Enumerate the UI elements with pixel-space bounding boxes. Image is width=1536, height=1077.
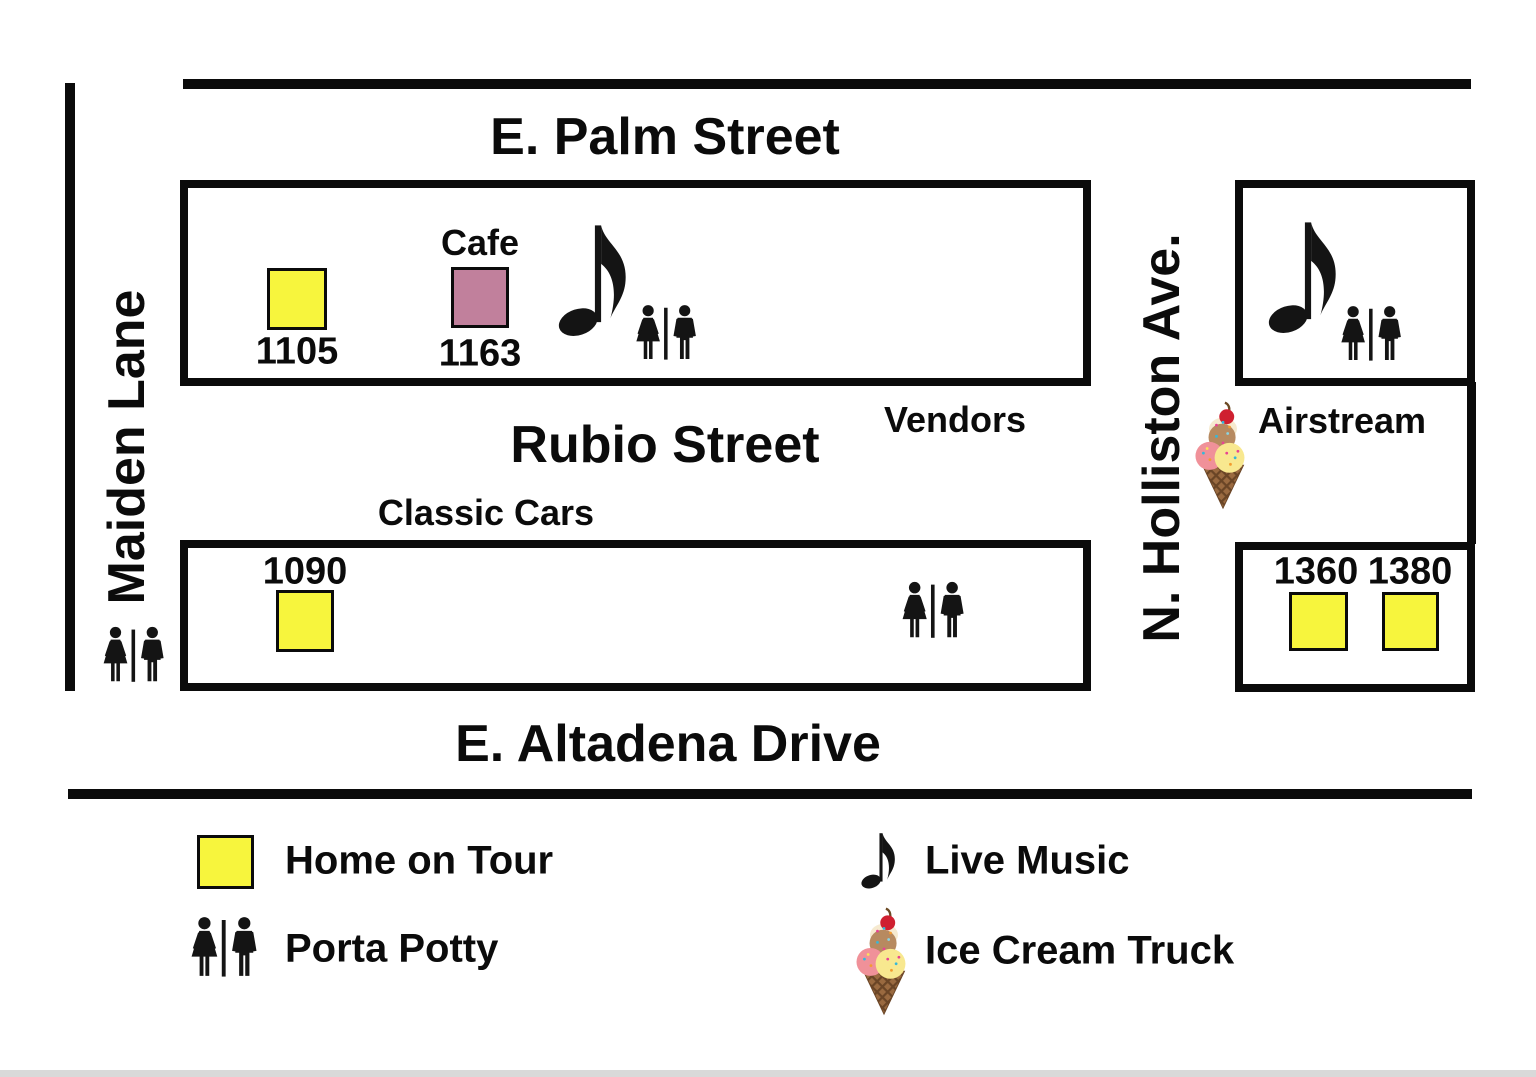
block-upper-left [180,180,1091,386]
ice-cream-icon [1195,399,1251,511]
holliston-connector-line [1467,382,1476,544]
ice-cream-icon [856,906,912,1016]
bottom-edge-strip [0,1070,1536,1077]
maiden-lane-line [65,83,75,691]
street-label-rubio: Rubio Street [510,416,820,474]
home-square-1360 [1289,592,1348,651]
legend-label-porta-potty: Porta Potty [285,926,499,971]
porta-potty-icon [634,304,700,361]
home-number-1163: 1163 [438,332,522,375]
music-note-icon [1268,210,1348,334]
home-number-1090: 1090 [262,550,348,593]
altadena-drive-line [68,789,1472,799]
street-label-altadena: E. Altadena Drive [455,715,881,773]
legend-home-swatch [197,835,254,889]
home-square-1090 [276,590,334,652]
area-label-airstream: Airstream [1257,400,1427,441]
legend-label-live-music: Live Music [925,838,1130,883]
home-number-1360: 1360 [1273,550,1359,593]
home-number-1105: 1105 [255,330,339,373]
home-square-1380 [1382,592,1439,651]
porta-potty-icon [101,626,168,683]
porta-potty-icon [189,916,261,978]
music-note-icon [861,827,901,889]
street-label-palm: E. Palm Street [490,108,840,166]
area-label-classic-cars: Classic Cars [377,492,595,533]
porta-potty-icon [900,581,968,639]
music-note-icon [558,213,638,337]
cafe-label: Cafe [440,222,520,263]
porta-potty-icon [1339,305,1405,362]
area-label-vendors: Vendors [883,399,1027,440]
cafe-square-1163 [451,267,509,328]
palm-street-line [183,79,1471,89]
home-number-1380: 1380 [1367,550,1453,593]
home-square-1105 [267,268,327,330]
legend-label-home-on-tour: Home on Tour [285,838,554,883]
legend-label-ice-cream-truck: Ice Cream Truck [925,928,1235,973]
street-label-holliston: N. Holliston Ave. [1133,233,1191,643]
